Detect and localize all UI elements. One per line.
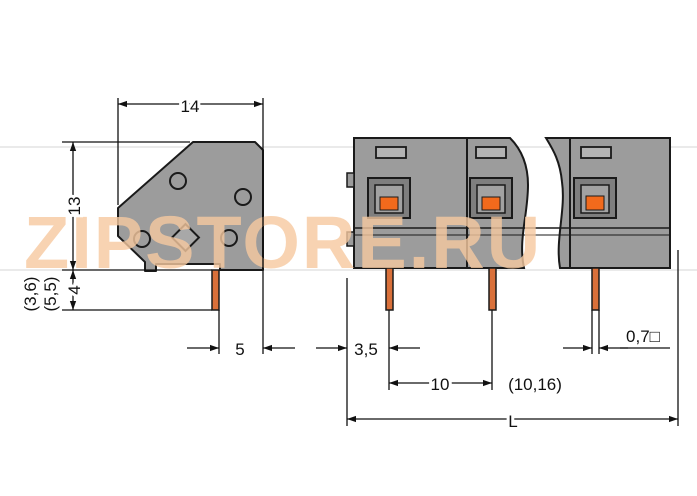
top-slot-3 (580, 146, 612, 159)
release-button-1 (367, 177, 411, 219)
dim-L-label: L (508, 412, 517, 431)
front-view (346, 137, 671, 311)
dim-3-6-label: (3,6) (21, 277, 40, 312)
side-hole-bottom-left (133, 230, 151, 248)
dim-0-7-label: 0,7□ (626, 327, 660, 346)
dim-3-5-label: 3,5 (354, 340, 378, 359)
release-button-3 (573, 177, 617, 219)
release-button-2 (469, 177, 513, 219)
side-hole-bottom-right (220, 229, 238, 247)
top-slot-1 (375, 146, 407, 159)
side-release-slot (170, 222, 201, 253)
top-slot-2 (475, 146, 507, 159)
side-nub-bottom (346, 231, 355, 247)
dim-14-label: 14 (181, 97, 200, 116)
side-pin (211, 269, 220, 311)
dim-5-5-label: (5,5) (41, 277, 60, 312)
dim-10-label: 10 (431, 375, 450, 394)
dim-10-16-label: (10,16) (508, 375, 562, 394)
side-view (117, 141, 264, 311)
watermark: ZIPSTORE.RU (24, 201, 542, 284)
side-hole-top-left (169, 172, 187, 190)
dim-5-label: 5 (235, 340, 244, 359)
watermark-text: ZIPSTORE.RU (24, 201, 542, 284)
front-pin-3 (591, 267, 600, 311)
dim-4-label: 4 (65, 285, 84, 294)
side-hole-top-right (234, 188, 252, 206)
dim-13-label: 13 (65, 197, 84, 216)
dimension-lines (62, 98, 679, 426)
side-nub-top (346, 172, 355, 188)
dimension-labels: 14 13 4 (3,6) (5,5) 5 3,5 10 (10,16) 0,7… (21, 94, 660, 434)
